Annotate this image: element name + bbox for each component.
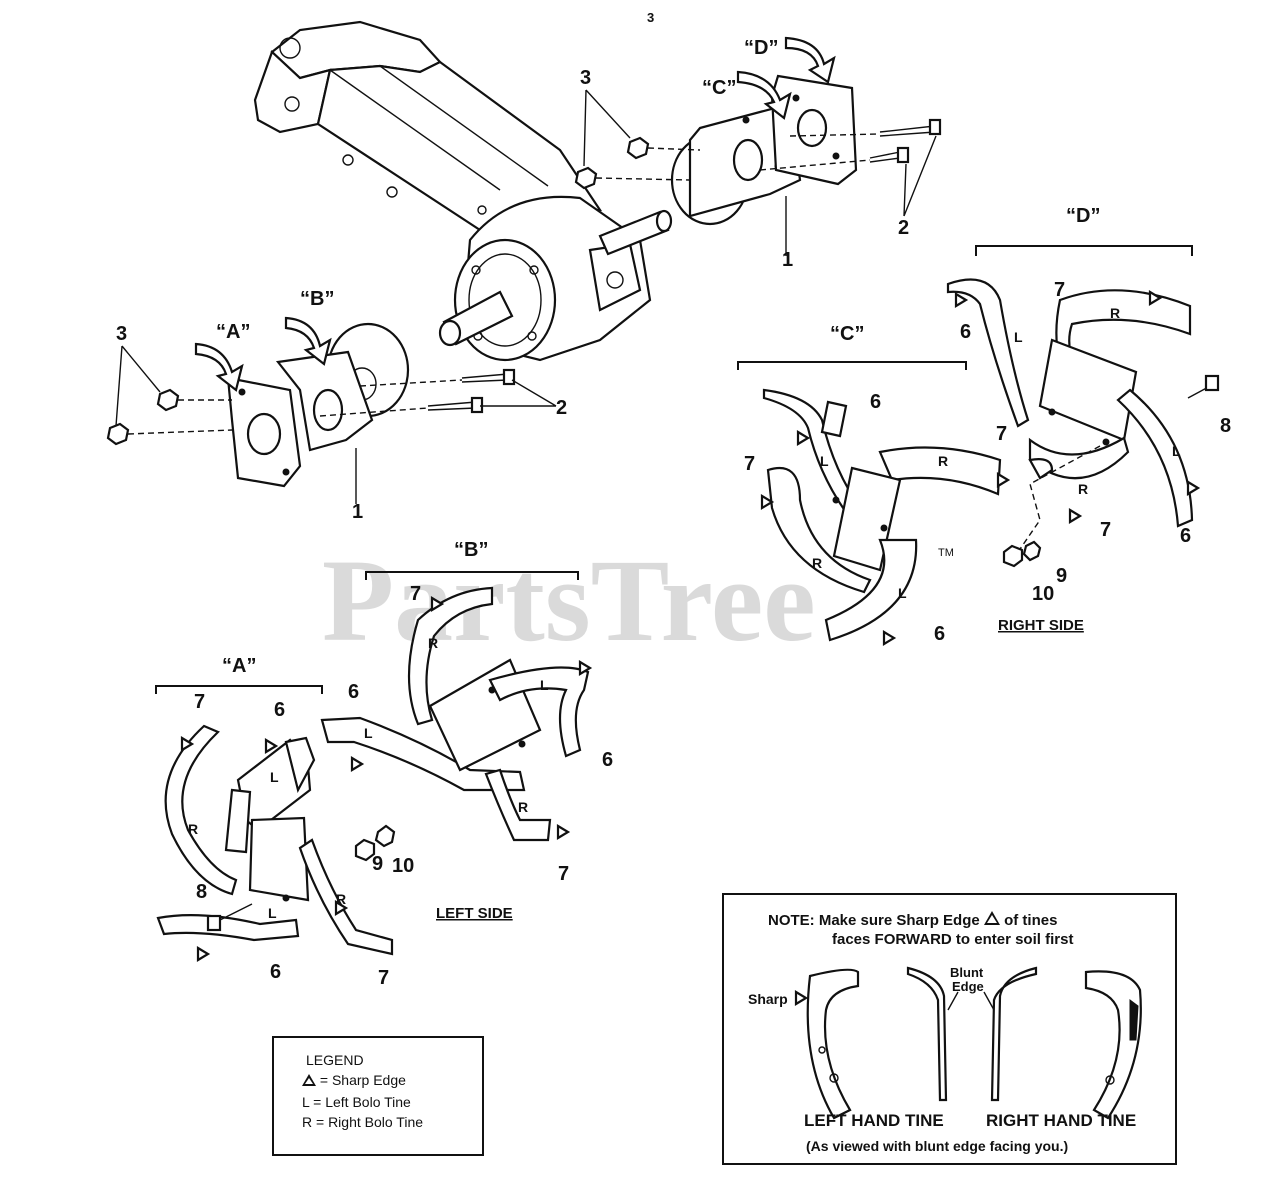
label-b-top: “B”	[300, 288, 334, 310]
tine-mark-r: R	[428, 635, 438, 651]
tine-mark-r: R	[518, 799, 528, 815]
callout-6-b1: 6	[348, 681, 359, 703]
page-number: 3	[647, 10, 654, 25]
callout-3-right: 3	[580, 67, 591, 89]
callout-7-a1: 7	[194, 691, 205, 713]
note-blunt-label: Blunt	[950, 965, 984, 980]
tine-mark-l: L	[268, 905, 277, 921]
tine-mark-r: R	[938, 453, 948, 469]
callout-7-d2: 7	[1100, 519, 1111, 541]
tine-mark-r: R	[336, 891, 346, 907]
callout-7-c1: 7	[744, 453, 755, 475]
callout-2-right: 2	[898, 217, 909, 239]
note-edge-label: Edge	[952, 979, 984, 994]
callout-8-a: 8	[196, 881, 207, 903]
callout-6-a1: 6	[274, 699, 285, 721]
left-hub-assembly	[106, 316, 557, 504]
label-c-group: “C”	[830, 323, 864, 345]
callout-6-d2: 6	[1180, 525, 1191, 547]
legend-box: LEGEND = Sharp Edge L = Left Bolo Tine R…	[272, 1036, 484, 1156]
note-line-1: NOTE: Make sure Sharp Edge of tines	[768, 911, 1057, 929]
callout-1-right: 1	[782, 249, 793, 271]
tine-mark-r: R	[188, 821, 198, 837]
note-sharp-label: Sharp	[748, 991, 788, 1007]
callout-8-d: 8	[1220, 415, 1231, 437]
callout-7-d1: 7	[1054, 279, 1065, 301]
tine-group-c	[737, 361, 1042, 642]
right-side-label: RIGHT SIDE	[998, 617, 1084, 634]
callout-2-left: 2	[556, 397, 567, 419]
callout-9-left: 9	[372, 853, 383, 875]
label-d-top: “D”	[744, 37, 778, 59]
callout-9-right: 9	[1056, 565, 1067, 587]
label-c-top: “C”	[702, 77, 736, 99]
callout-6-d1: 6	[960, 321, 971, 343]
sharp-edge-triangle-icon	[302, 1074, 316, 1086]
legend-right-row: R = Right Bolo Tine	[302, 1114, 424, 1130]
tine-group-a	[155, 685, 396, 956]
callout-6-b2: 6	[602, 749, 613, 771]
tine-mark-r: R	[1078, 481, 1088, 497]
callout-1-left: 1	[352, 501, 363, 523]
note-box: NOTE: Make sure Sharp Edge of tines face…	[722, 893, 1177, 1165]
right-hub-assembly	[574, 36, 942, 256]
transmission-housing	[253, 20, 673, 362]
legend-left-row: L = Left Bolo Tine	[302, 1094, 411, 1110]
watermark-tm: TM	[938, 547, 954, 559]
watermark: PartsTree	[322, 535, 816, 666]
callout-7-c2: 7	[996, 423, 1007, 445]
tine-mark-r: R	[1110, 305, 1120, 321]
label-a-top: “A”	[216, 321, 250, 343]
callout-6-c2: 6	[934, 623, 945, 645]
tine-mark-l: L	[1014, 329, 1023, 345]
note-line-1-suffix: of tines	[1004, 912, 1058, 929]
tine-group-d	[946, 245, 1220, 553]
tine-group-b	[320, 571, 590, 842]
tine-mark-l: L	[898, 585, 907, 601]
tine-mark-l: L	[540, 677, 549, 693]
callout-6-c1: 6	[870, 391, 881, 413]
tine-mark-l: L	[1172, 443, 1181, 459]
callout-6-a2: 6	[270, 961, 281, 983]
left-side-label: LEFT SIDE	[436, 905, 513, 922]
callout-10-right: 10	[1032, 583, 1054, 605]
callout-7-a2: 7	[378, 967, 389, 989]
legend-title: LEGEND	[306, 1052, 364, 1068]
label-a-group: “A”	[222, 655, 256, 677]
legend-sharp-text: = Sharp Edge	[319, 1072, 406, 1088]
note-line-2: faces FORWARD to enter soil first	[832, 931, 1074, 948]
tine-mark-l: L	[270, 769, 279, 785]
sharp-edge-triangle-icon	[983, 911, 1000, 925]
note-tine-sketches	[794, 966, 1142, 1120]
tine-mark-r: R	[812, 555, 822, 571]
tine-mark-l: L	[820, 453, 829, 469]
left-hand-tine-caption: LEFT HAND TINE	[804, 1111, 944, 1130]
right-hand-tine-caption: RIGHT HAND TINE	[986, 1111, 1137, 1130]
note-viewing-caption: (As viewed with blunt edge facing you.)	[806, 1138, 1069, 1154]
legend-sharp-row: = Sharp Edge	[302, 1072, 406, 1088]
sharp-edge-markers	[180, 290, 1201, 962]
label-d-group: “D”	[1066, 205, 1100, 227]
callout-7-b1: 7	[410, 583, 421, 605]
tine-mark-l: L	[364, 725, 373, 741]
label-b-group: “B”	[454, 539, 488, 561]
callout-7-b2: 7	[558, 863, 569, 885]
note-line-1-prefix: NOTE: Make sure Sharp Edge	[768, 912, 980, 929]
callout-labels: “D” “C” “B” “A” “D” “C” “B” “A” 3 3 2 2 …	[116, 37, 1231, 989]
callout-10-left: 10	[392, 855, 414, 877]
callout-3-left: 3	[116, 323, 127, 345]
